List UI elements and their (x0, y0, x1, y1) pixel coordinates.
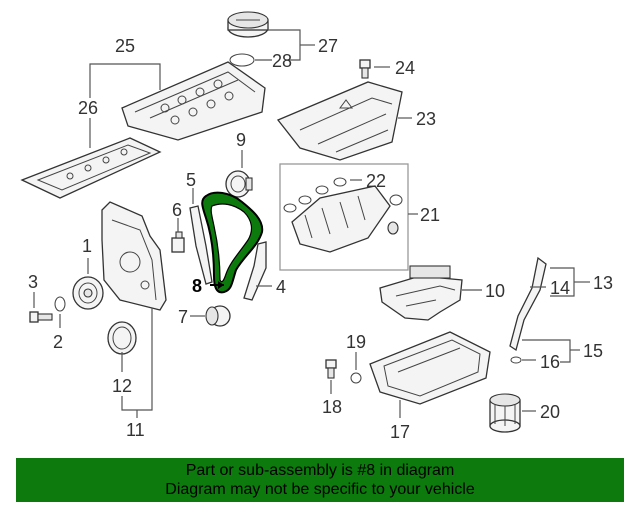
callout-4: 4 (276, 277, 286, 297)
pulley-washer (54, 296, 66, 312)
intake-gaskets (283, 177, 403, 213)
bolt-24 (359, 59, 371, 79)
callout-7: 7 (178, 307, 188, 327)
callout-8: 8 (192, 276, 202, 296)
callout-17: 17 (390, 422, 410, 442)
callout-18: 18 (322, 397, 342, 417)
parts-diagram: 27 28 25 26 24 23 (20, 11, 613, 442)
callout-26: 26 (78, 98, 98, 118)
drain-plug (325, 359, 337, 379)
info-banner: Part or sub-assembly is #8 in diagram Di… (16, 458, 624, 502)
callout-28: 28 (272, 51, 292, 71)
crankshaft-pulley (72, 276, 104, 310)
callout-24: 24 (395, 58, 415, 78)
timing-cover (101, 201, 167, 311)
callout-16: 16 (540, 352, 560, 372)
callout-19: 19 (346, 332, 366, 352)
dipstick-tube (509, 256, 547, 352)
pulley-bolt (29, 311, 53, 323)
callout-5: 5 (186, 170, 196, 190)
banner-line-2: Diagram may not be specific to your vehi… (165, 481, 475, 498)
callout-20: 20 (540, 402, 560, 422)
chain-guide (189, 205, 213, 285)
dipstick-oring (510, 356, 522, 364)
banner-line-1: Part or sub-assembly is #8 in diagram (185, 462, 455, 479)
chain-tensioner (171, 231, 185, 253)
callout-2: 2 (53, 332, 63, 352)
intake-manifold (291, 185, 399, 253)
camshaft-sprocket (225, 170, 253, 198)
callout-15: 15 (583, 341, 603, 361)
callout-13: 13 (593, 273, 613, 293)
callout-27: 27 (318, 36, 338, 56)
valve-cover-gasket (20, 137, 162, 199)
callout-21: 21 (420, 205, 440, 225)
callout-12: 12 (112, 376, 132, 396)
drain-plug-washer (350, 372, 362, 384)
front-crank-seal (107, 321, 137, 355)
filler-cap-seal (229, 53, 255, 67)
callout-1: 1 (82, 236, 92, 256)
oil-filter (489, 393, 521, 433)
timing-chain-inner (210, 203, 253, 283)
callout-22: 22 (366, 171, 386, 191)
callout-6: 6 (172, 200, 182, 220)
callout-23: 23 (416, 109, 436, 129)
callout-14: 14 (550, 278, 570, 298)
crankshaft-sprocket (205, 305, 231, 327)
callout-10: 10 (485, 281, 505, 301)
valve-cover (121, 61, 266, 141)
chain-guide-right (243, 241, 267, 301)
callout-3: 3 (28, 272, 38, 292)
callout-11: 11 (126, 420, 145, 440)
oil-pan (369, 331, 491, 405)
intake-manifold-box (279, 163, 409, 271)
callout-25: 25 (115, 36, 135, 56)
callout-9: 9 (236, 130, 246, 150)
oil-filler-cap (227, 11, 269, 38)
oil-pump-assembly (379, 265, 463, 321)
engine-cover (276, 81, 403, 161)
